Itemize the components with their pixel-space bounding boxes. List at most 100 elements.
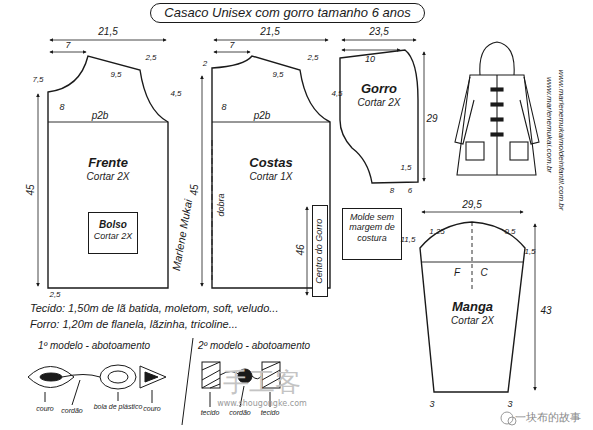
pattern-piece-outline	[48, 56, 168, 288]
dimension-line	[214, 52, 250, 53]
dimension: 8	[221, 103, 226, 113]
dimension: 6	[408, 187, 412, 196]
section-heading: 1º modelo - abotoamento	[38, 340, 150, 351]
section-heading: 2º modelo - abotoamento	[198, 340, 310, 351]
part-name: couro	[36, 405, 54, 413]
construction-line	[421, 262, 524, 263]
dimension: 3	[429, 400, 434, 410]
coat-illustration	[491, 103, 503, 106]
wechat-icon	[508, 417, 516, 425]
coat-illustration	[455, 77, 474, 144]
dimension: 45	[25, 184, 36, 195]
dimension: 7	[229, 41, 234, 51]
construction-line	[48, 122, 524, 290]
piece-name: Costas	[249, 156, 292, 171]
coat-illustration	[480, 42, 514, 75]
part-name: bola de plástico	[94, 403, 143, 411]
toggle-sketch	[182, 338, 193, 425]
dimension-line	[342, 50, 400, 51]
pattern-box: BolsoCortar 2X	[88, 212, 138, 254]
fold-note: dobra	[217, 193, 227, 216]
dimension-line	[38, 94, 39, 286]
dimension: 4,5	[170, 90, 181, 99]
pattern-box: Molde sem margem de costura	[342, 208, 402, 260]
construction-line	[212, 122, 330, 123]
watermark: 手工客	[223, 368, 301, 397]
coat-illustration	[491, 133, 503, 136]
pattern-box: Centro do Gorro	[312, 205, 328, 297]
construction-line	[48, 122, 168, 123]
dimension: 7,5	[32, 76, 43, 85]
dimension: 43	[540, 305, 551, 316]
toggle-sketch	[140, 366, 166, 388]
side-mark: C	[480, 267, 487, 278]
cut-note: Cortar 2X	[358, 97, 401, 109]
dimension: 8	[390, 187, 394, 196]
dimension: 7	[65, 41, 70, 51]
dimension-line	[422, 212, 523, 213]
dimension: 0,5	[504, 228, 515, 237]
pattern-piece-outline	[340, 50, 418, 183]
piece-name: Gorro	[361, 82, 397, 97]
cut-note: Cortar 2X	[94, 231, 133, 241]
dimension: 1,5	[400, 164, 411, 173]
pattern-piece: FrenteCortar 2XBolsoCortar 2X	[48, 56, 168, 288]
toggle-sketch	[28, 367, 74, 388]
line-name: p2b	[92, 110, 109, 121]
dimension: 4,5	[331, 90, 342, 99]
dimension: 1,5	[524, 248, 535, 257]
dimension: 9,5	[272, 71, 283, 80]
toggle-sketch	[145, 372, 158, 382]
wechat-icon	[501, 412, 516, 425]
toggle-sketch	[108, 371, 128, 383]
title-text: Casaco Unisex com gorro tamanho 6 anos	[164, 6, 410, 21]
website: www.marlenemukai.com.br	[545, 77, 554, 173]
piece-name: Bolso	[99, 219, 127, 231]
coat-illustration	[491, 88, 503, 91]
coat-illustration	[520, 77, 539, 144]
coat-illustration	[466, 142, 484, 160]
note-text: Molde sem margem de costura	[343, 212, 401, 243]
material-note: Forro: 1,20m de flanela, lãzinha, tricol…	[30, 318, 238, 330]
part-name: cordão	[61, 407, 82, 415]
construction-line	[472, 222, 473, 290]
part-name: couro	[143, 405, 161, 413]
dimension: 46	[295, 244, 306, 255]
dimension: 9,5	[110, 71, 121, 80]
dimension: 21,5	[98, 26, 117, 37]
dimension: 29	[426, 113, 437, 124]
dimension: 10	[365, 55, 375, 65]
wechat-icon	[501, 412, 513, 424]
coat-illustration	[491, 118, 503, 121]
pattern-piece: MangaCortar 2X	[420, 222, 525, 392]
dimension: 29,5	[462, 199, 481, 210]
line-name: p2b	[254, 110, 271, 121]
dimension: 2,5	[49, 291, 60, 300]
dimension: 21,5	[260, 26, 279, 37]
dimension: 2,5	[307, 54, 318, 63]
watermark: www.shougongke.com	[217, 400, 307, 409]
cut-note: Cortar 1X	[250, 171, 293, 183]
toggle-sketch	[118, 392, 119, 401]
construction-line	[212, 140, 213, 280]
dimension-line	[38, 40, 535, 390]
dimension-line	[202, 76, 203, 286]
dimension: 23,5	[369, 26, 388, 37]
dimension: 1,25	[429, 228, 445, 237]
toggle-sketch	[40, 373, 62, 381]
dimension: 2,5	[145, 54, 156, 63]
dimension-line	[50, 52, 86, 53]
signature: Marlene Mukai	[170, 198, 194, 271]
side-mark: F	[454, 267, 460, 278]
dimension: 45	[189, 184, 200, 195]
dimension: 2	[203, 60, 207, 69]
dimension: 11,5	[401, 236, 416, 245]
part-name: tecido	[261, 409, 280, 417]
dimension-line	[342, 40, 416, 41]
piece-name: Manga	[452, 300, 493, 315]
toggle-sketch	[100, 365, 136, 389]
dimension-line	[307, 207, 308, 295]
dimension-line	[424, 52, 425, 181]
pattern-piece-outline	[420, 222, 525, 392]
